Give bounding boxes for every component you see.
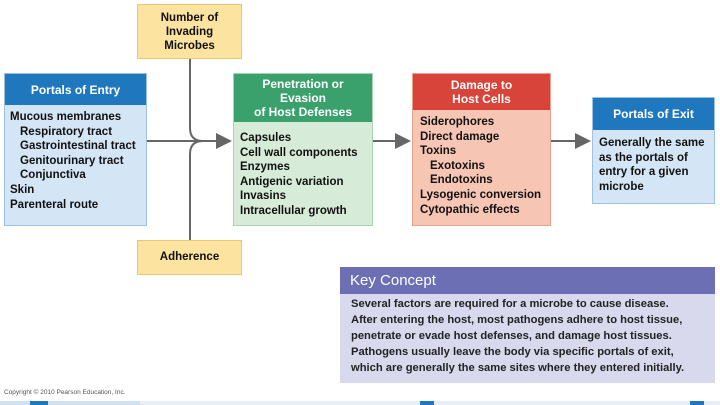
entry-item: Parenteral route xyxy=(10,198,99,211)
penetration-item: Invasins xyxy=(240,190,287,203)
damage-list: Siderophores Direct damage Toxins Exotox… xyxy=(420,115,541,217)
portals-of-exit-box: Portals of Exit Generally the same as th… xyxy=(592,97,715,204)
key-concept-line: Several factors are required for a micro… xyxy=(351,298,669,310)
entry-item: Conjunctiva xyxy=(20,169,86,182)
key-concept-body: Several factors are required for a micro… xyxy=(340,294,715,383)
penetration-title-line-3: of Host Defenses xyxy=(253,105,353,119)
portals-of-exit-title: Portals of Exit xyxy=(613,107,694,121)
adherence-box: Adherence xyxy=(137,240,242,275)
copyright-notice: Copyright © 2010 Pearson Education, Inc. xyxy=(4,389,126,396)
damage-item: Lysogenic conversion xyxy=(420,188,541,201)
penetration-title-line-2: Evasion xyxy=(279,91,327,105)
bottom-decorative-strip xyxy=(0,401,720,405)
entry-item: Skin xyxy=(10,183,35,196)
portals-of-entry-list: Mucous membranes Respiratory tract Gastr… xyxy=(10,110,136,212)
portals-of-exit-text: Generally the same as the portals of ent… xyxy=(599,136,704,194)
exit-line: as the portals of xyxy=(599,151,688,164)
damage-title-line-1: Damage to xyxy=(450,78,513,92)
entry-item: Mucous membranes xyxy=(10,111,122,123)
invading-microbes-box: Number of Invading Microbes xyxy=(137,4,242,59)
penetration-item: Intracellular growth xyxy=(240,204,347,217)
invading-microbes-line-3: Microbes xyxy=(164,40,215,52)
damage-box: Damage to Host Cells Siderophores Direct… xyxy=(412,73,551,226)
entry-item: Respiratory tract xyxy=(20,125,113,138)
adherence-label: Adherence xyxy=(159,251,220,263)
penetration-title-line-1: Penetration or xyxy=(262,77,344,91)
portals-of-entry-title: Portals of Entry xyxy=(30,82,121,97)
portals-of-entry-box: Portals of Entry Mucous membranes Respir… xyxy=(4,73,147,226)
key-concept-line: After entering the host, most pathogens … xyxy=(351,314,683,326)
penetration-header: Penetration or Evasion of Host Defenses xyxy=(234,74,372,122)
key-concept-title: Key Concept xyxy=(350,272,436,289)
exit-line: Generally the same xyxy=(599,137,705,149)
entry-item: Genitourinary tract xyxy=(20,154,124,167)
key-concept-header: Key Concept xyxy=(340,267,715,294)
damage-item: Direct damage xyxy=(420,130,500,143)
portals-of-exit-header: Portals of Exit xyxy=(593,98,714,130)
invading-to-junction-line xyxy=(189,58,204,142)
damage-item: Toxins xyxy=(420,145,457,158)
invading-microbes-line-2: Invading xyxy=(165,26,214,38)
adherence-to-junction-line xyxy=(189,140,204,240)
damage-title-line-2: Host Cells xyxy=(452,92,511,106)
penetration-item: Antigenic variation xyxy=(240,175,344,188)
key-concept-line: penetrate or evade host defenses, and da… xyxy=(351,330,672,342)
exit-line: entry for a given xyxy=(599,166,689,179)
exit-line: microbe xyxy=(599,180,644,193)
entry-item: Gastrointestinal tract xyxy=(20,140,136,153)
penetration-item: Cell wall components xyxy=(240,146,358,159)
penetration-item: Capsules xyxy=(240,132,292,144)
damage-item: Siderophores xyxy=(420,116,495,128)
key-concept-line: which are generally the same sites where… xyxy=(351,362,685,374)
invading-microbes-line-1: Number of xyxy=(160,12,219,24)
penetration-box: Penetration or Evasion of Host Defenses … xyxy=(233,73,373,226)
portals-of-entry-header: Portals of Entry xyxy=(5,74,146,105)
key-concept-line: Pathogens usually leave the body via spe… xyxy=(351,346,674,358)
penetration-item: Enzymes xyxy=(240,161,290,174)
penetration-list: Capsules Cell wall components Enzymes An… xyxy=(240,131,358,219)
damage-item: Cytopathic effects xyxy=(420,203,520,216)
damage-item: Exotoxins xyxy=(430,159,485,172)
damage-header: Damage to Host Cells xyxy=(413,74,550,110)
damage-item: Endotoxins xyxy=(430,174,493,187)
